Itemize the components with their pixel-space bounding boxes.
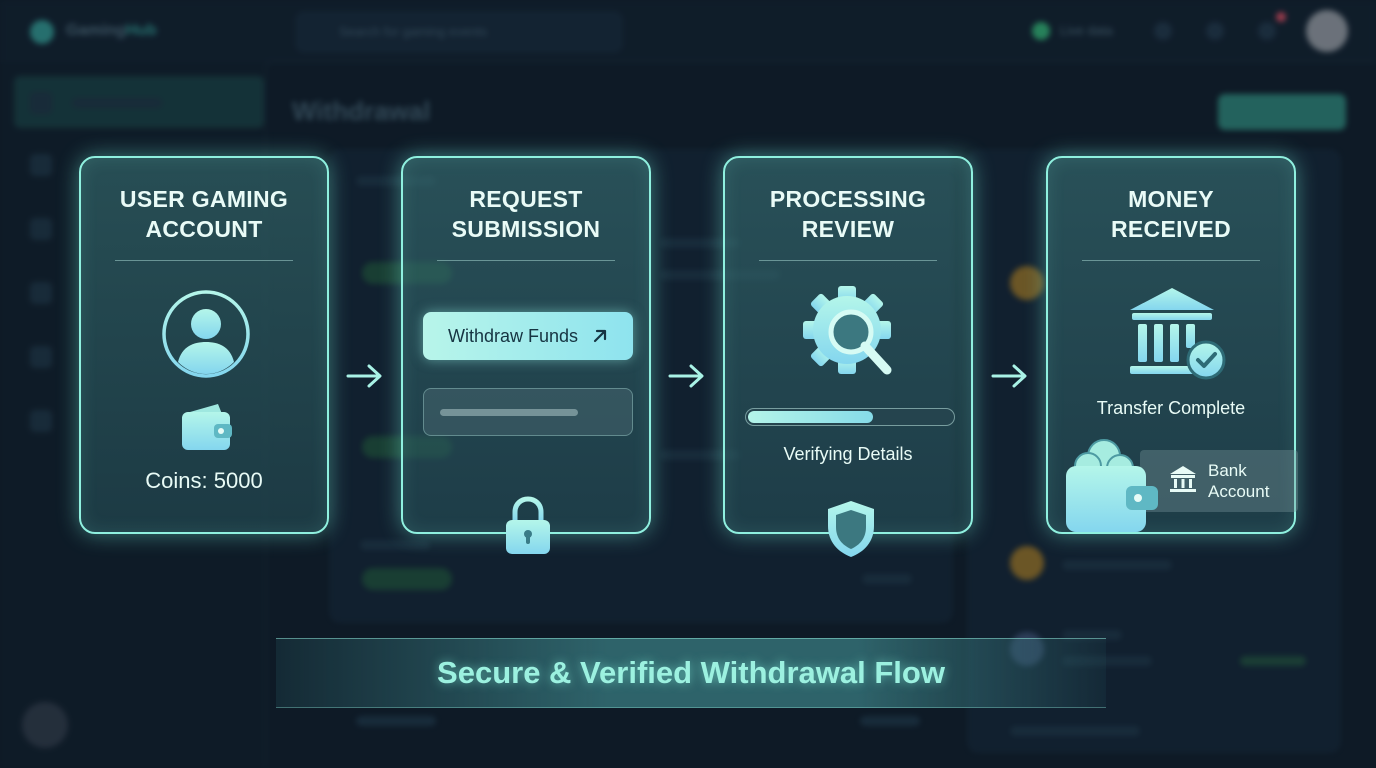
search-placeholder: Search for gaming events bbox=[339, 24, 488, 39]
online-status-text: Live data bbox=[1060, 23, 1113, 38]
top-bar: GamingHub Search for gaming events Live … bbox=[0, 0, 1376, 63]
sidebar-item-label bbox=[72, 98, 162, 108]
step-title-line2: REVIEW bbox=[801, 216, 895, 242]
coin-icon bbox=[1010, 546, 1044, 580]
bank-account-text: Bank Account bbox=[1208, 460, 1269, 502]
logo-icon bbox=[30, 20, 54, 44]
step-money-received: MONEY RECEIVED Transfer Complete Bank bbox=[1046, 156, 1298, 534]
notification-badge bbox=[1276, 12, 1286, 22]
step-title-line1: USER GAMING bbox=[119, 186, 289, 212]
verification-progress-bar bbox=[745, 408, 955, 426]
step-title-line2: RECEIVED bbox=[1111, 216, 1231, 242]
withdraw-funds-button[interactable]: Withdraw Funds bbox=[423, 312, 633, 360]
user-icon bbox=[162, 290, 250, 378]
bank-check-icon bbox=[1130, 288, 1226, 380]
shield-icon bbox=[828, 501, 874, 557]
flow-banner: Secure & Verified Withdrawal Flow bbox=[276, 638, 1106, 708]
step-title-line1: PROCESSING bbox=[769, 186, 927, 212]
transfer-complete-text: Transfer Complete bbox=[1096, 398, 1246, 418]
card-divider bbox=[759, 260, 937, 261]
wallet-coins-icon bbox=[1066, 439, 1158, 532]
panel-row bbox=[1062, 560, 1172, 570]
bank-account-label: Bank Account bbox=[1140, 450, 1298, 512]
step-title-line1: REQUEST bbox=[469, 186, 583, 212]
status-badge bbox=[362, 568, 452, 590]
bank-account-line1: Bank bbox=[1208, 461, 1247, 480]
panel-row bbox=[660, 238, 740, 248]
coins-balance: Coins: 5000 bbox=[145, 468, 263, 493]
step-processing-review: PROCESSING REVIEW Verifying Details bbox=[723, 156, 973, 557]
step-user-account: USER GAMING ACCOUNT Coins: 5000 bbox=[79, 156, 329, 534]
brand-suffix: Hub bbox=[125, 22, 157, 39]
amount-input[interactable] bbox=[423, 388, 633, 436]
dashboard-icon bbox=[30, 92, 52, 114]
step-title: MONEY RECEIVED bbox=[1048, 184, 1294, 244]
bell-icon[interactable] bbox=[1258, 22, 1276, 40]
step-title-line1: MONEY bbox=[1128, 186, 1214, 212]
withdraw-funds-label: Withdraw Funds bbox=[447, 325, 579, 346]
brand-name: GamingHub bbox=[66, 22, 157, 40]
step-title: REQUEST SUBMISSION bbox=[403, 184, 649, 244]
sidebar-icon[interactable] bbox=[30, 218, 52, 240]
arrow-up-right-icon bbox=[593, 329, 607, 343]
bank-account-line2: Account bbox=[1208, 482, 1270, 501]
arrow-right-icon bbox=[668, 364, 704, 388]
panel-row bbox=[360, 540, 430, 550]
lock-icon bbox=[506, 496, 550, 554]
panel-row bbox=[660, 270, 780, 280]
step-title-line2: ACCOUNT bbox=[145, 216, 263, 242]
panel-row bbox=[1010, 726, 1140, 736]
card-divider bbox=[115, 260, 293, 261]
panel-row bbox=[1062, 656, 1152, 666]
coin-icon bbox=[1010, 266, 1044, 300]
settings-icon[interactable] bbox=[1154, 22, 1172, 40]
card-divider bbox=[437, 260, 615, 261]
arrow-right-icon bbox=[346, 364, 382, 388]
step-title: USER GAMING ACCOUNT bbox=[81, 184, 327, 244]
chat-icon[interactable] bbox=[1206, 22, 1224, 40]
panel-row bbox=[862, 574, 912, 584]
step-title: PROCESSING REVIEW bbox=[725, 184, 971, 244]
user-avatar[interactable] bbox=[22, 702, 68, 748]
step-title-line2: SUBMISSION bbox=[451, 216, 601, 242]
search-input[interactable]: Search for gaming events bbox=[296, 12, 622, 52]
panel-row bbox=[1240, 656, 1306, 666]
avatar[interactable] bbox=[1306, 10, 1348, 52]
sidebar-icon[interactable] bbox=[30, 346, 52, 368]
sidebar-icon[interactable] bbox=[30, 154, 52, 176]
bank-icon bbox=[1170, 466, 1196, 492]
panel-row bbox=[1062, 630, 1122, 640]
panel-row bbox=[356, 176, 436, 186]
panel-row bbox=[860, 716, 920, 726]
arrow-right-icon bbox=[991, 364, 1027, 388]
panel-row bbox=[660, 450, 740, 460]
banner-title: Secure & Verified Withdrawal Flow bbox=[437, 655, 945, 690]
chart-icon[interactable] bbox=[30, 282, 52, 304]
page-title: Withdrawal bbox=[292, 96, 431, 126]
progress-fill bbox=[748, 411, 873, 423]
verifying-details-text: Verifying Details bbox=[783, 444, 913, 464]
export-button[interactable] bbox=[1218, 94, 1346, 130]
card-divider bbox=[1082, 260, 1260, 261]
brand-prefix: Gaming bbox=[66, 22, 126, 39]
panel-row bbox=[356, 716, 436, 726]
gear-magnifier-icon bbox=[803, 286, 892, 375]
sidebar-icon[interactable] bbox=[30, 410, 52, 432]
online-status-icon bbox=[1032, 22, 1050, 40]
step-request-submission: REQUEST SUBMISSION Withdraw Funds bbox=[401, 156, 651, 554]
wallet-icon bbox=[182, 404, 232, 450]
input-placeholder-bar bbox=[440, 409, 578, 416]
